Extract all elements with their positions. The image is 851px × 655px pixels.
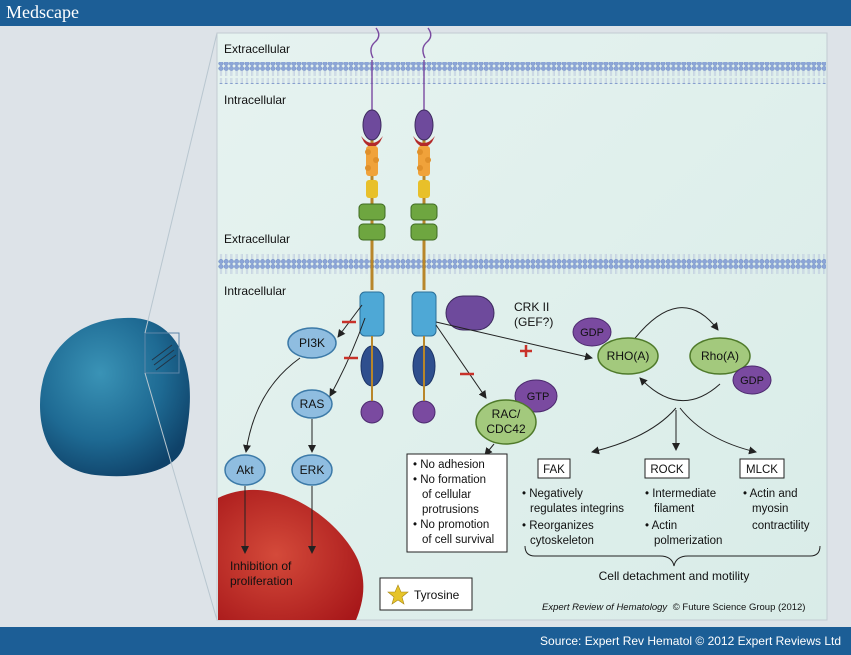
receptor-left — [358, 27, 386, 424]
ras-label: RAS — [300, 397, 325, 411]
rho-a-node-2 — [689, 337, 751, 375]
arrow-receptor-to-rac — [435, 324, 487, 399]
rock-line: • Actin — [645, 520, 677, 532]
effect-line: • No promotion — [413, 519, 489, 531]
mlck-line: myosin — [752, 503, 788, 515]
mlck-box — [739, 458, 785, 479]
erk-label: ERK — [300, 463, 325, 477]
gtp-label: GTP — [527, 391, 550, 403]
effect-line: of cell survival — [422, 534, 494, 546]
fak-line: • Negatively — [522, 488, 583, 500]
rock-line: filament — [654, 503, 695, 515]
arrow-rho-cycle-bottom — [639, 377, 721, 402]
rho-a-label-1: RHO(A) — [607, 349, 650, 363]
rho-a-node-1 — [597, 337, 659, 375]
activation-plus — [520, 345, 532, 357]
effect-line: • No adhesion — [413, 459, 485, 471]
fak-line: • Reorganizes — [522, 520, 594, 532]
arrow-rho-to-mlck — [679, 407, 757, 455]
gdp-label-2: GDP — [740, 375, 764, 387]
label-extracellular-2: Extracellular — [224, 232, 290, 246]
inhibition-label-line1: Inhibition of — [230, 559, 292, 573]
pathway-diagram: Extracellular Intracellular Extracellula… — [40, 27, 828, 621]
crk-ii-label-line2: (GEF?) — [514, 315, 553, 329]
zoom-lines — [144, 32, 218, 621]
label-intracellular-1: Intracellular — [224, 93, 286, 107]
medscape-logo[interactable]: Medscape — [6, 2, 79, 22]
rac-label-line2: CDC42 — [486, 422, 526, 436]
label-extracellular-1: Extracellular — [224, 42, 290, 56]
effects-box — [406, 453, 508, 553]
arrow-pi3k-to-akt — [243, 357, 301, 453]
rho-a-label-2: Rho(A) — [701, 349, 739, 363]
gtp-node — [514, 379, 558, 413]
gdp-node-1 — [572, 317, 612, 347]
effect-line: protrusions — [422, 504, 479, 516]
tyrosine-star-icon — [387, 584, 409, 605]
ras-node — [291, 389, 333, 419]
crk-ii-node — [445, 295, 495, 331]
akt-label: Akt — [236, 463, 254, 477]
erk-node — [291, 454, 333, 486]
mlck-line: contractility — [752, 520, 810, 532]
receptor-right — [410, 27, 438, 424]
cell-sphere — [40, 317, 190, 477]
proliferation-cell — [218, 489, 364, 620]
figure-credit: Expert Review of Hematology © Future Sci… — [542, 602, 805, 613]
fak-line: regulates integrins — [530, 503, 624, 515]
crk-ii-label-line1: CRK II — [514, 300, 549, 314]
fak-title: FAK — [543, 464, 565, 476]
rock-title: ROCK — [650, 464, 684, 476]
footer-bar: Source: Expert Rev Hematol © 2012 Expert… — [0, 627, 851, 655]
mlck-line: • Actin and — [743, 488, 798, 500]
arrow-rho-cycle-top — [631, 307, 719, 343]
arrow-rho-to-fak — [591, 407, 677, 455]
credit-journal: Expert Review of Hematology — [542, 602, 668, 613]
gdp-label-1: GDP — [580, 327, 604, 339]
header-bar: Medscape — [0, 0, 851, 26]
akt-node — [224, 454, 266, 486]
gdp-node-2 — [732, 365, 772, 395]
arrow-receptor-to-rho — [435, 321, 593, 361]
membrane-top — [218, 62, 826, 84]
effect-line: of cellular — [422, 489, 471, 501]
pi3k-label: PI3K — [299, 336, 325, 350]
tyrosine-label: Tyrosine — [414, 588, 460, 602]
cell-detachment-label: Cell detachment and motility — [599, 569, 750, 583]
fak-line: cytoskeleton — [530, 535, 594, 547]
pi3k-node — [287, 327, 337, 359]
rock-box — [644, 458, 690, 479]
effects-list: • No adhesion • No formation of cellular… — [413, 459, 494, 546]
rac-label-line1: RAC/ — [492, 407, 521, 421]
figure-area: Extracellular Intracellular Extracellula… — [0, 26, 851, 627]
rock-line: polmerization — [654, 535, 722, 547]
grouping-brace — [524, 545, 821, 567]
source-citation: Source: Expert Rev Hematol © 2012 Expert… — [540, 634, 841, 648]
effect-line: • No formation — [413, 474, 486, 486]
inhibition-label-line2: proliferation — [230, 574, 293, 588]
credit-rest: © Future Science Group (2012) — [673, 602, 806, 613]
arrow-rac-to-effects — [484, 443, 495, 456]
rac-cdc42-node — [475, 399, 537, 445]
mlck-title: MLCK — [746, 464, 778, 476]
membrane-middle — [218, 252, 826, 274]
label-intracellular-2: Intracellular — [224, 284, 286, 298]
fak-box — [537, 458, 571, 479]
rock-line: • Intermediate — [645, 488, 716, 500]
